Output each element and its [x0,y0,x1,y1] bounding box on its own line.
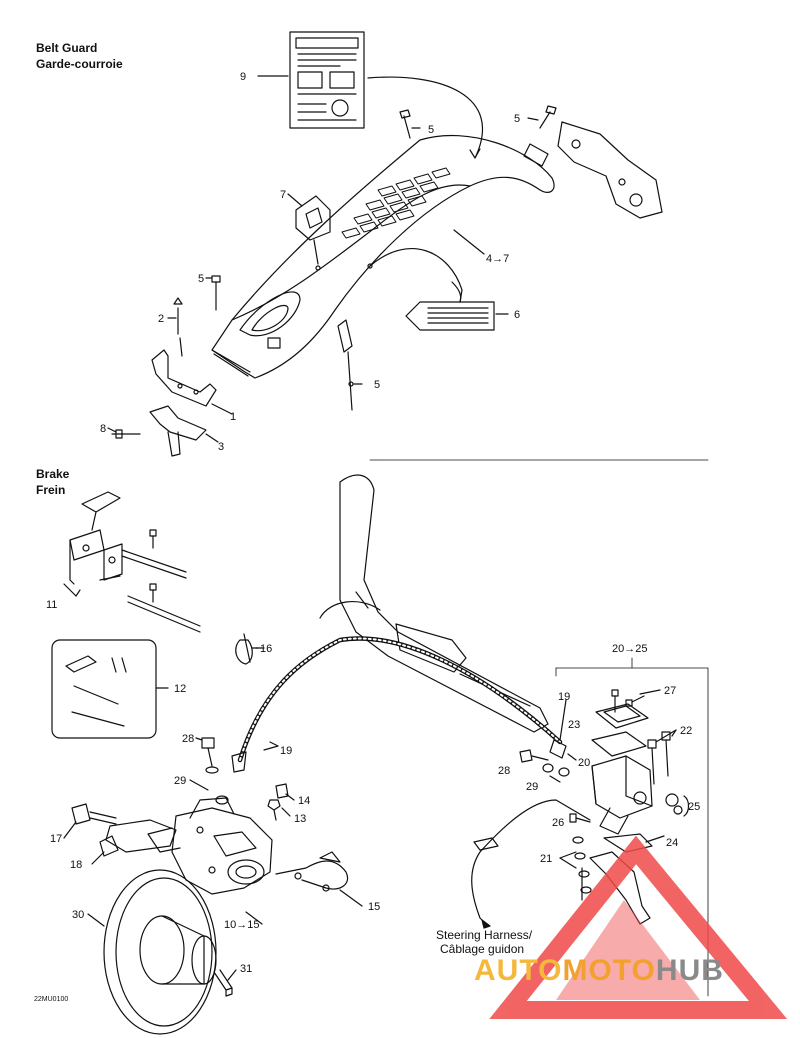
handlebar [319,474,549,733]
callout-labels: 9 5 5 7 5 4→7 2 6 5 1 8 3 11 16 12 20→25… [46,71,700,975]
callout-15: 15 [368,901,380,913]
bracket-1 [151,349,233,415]
callout-27: 27 [664,685,676,697]
screw-5-left [205,275,221,311]
callout-11: 11 [46,599,57,611]
callout-3: 3 [218,441,224,453]
watermark-logo-icon [489,835,788,1019]
callout-23: 23 [568,719,580,731]
mount-bracket [523,121,663,219]
mount-bolt-17 [71,803,117,825]
callout-29: 29 [526,781,538,793]
callout-24: 24 [666,837,678,849]
callout-2: 2 [158,313,164,325]
bolt-8 [107,427,141,439]
watermark-part-2: MOTO [562,954,656,987]
callout-5: 5 [198,273,204,285]
master-cylinder-group-box [555,657,709,997]
steering-harness [471,799,591,929]
screw-5-top [399,109,421,139]
callout-30: 30 [72,909,84,921]
callout-19: 19 [280,745,292,757]
brake-title-fr: Frein [36,483,66,497]
screw-5-right [527,105,557,129]
steering-harness-label-en: Steering Harness/ [436,928,533,942]
callout-9: 9 [240,71,246,83]
banjo-bolt-28-right [519,749,570,777]
callout-19: 19 [558,691,570,703]
belt-guard-title: Belt Guard Garde-courroie [36,40,123,72]
callout-16: 16 [260,643,272,655]
brake-kit-box-12 [51,639,169,739]
screw-26 [569,813,591,823]
pin-31 [213,969,233,997]
callout-4-7: 4→7 [486,253,509,265]
callout-5: 5 [428,124,434,136]
callout-18: 18 [70,859,82,871]
bleed-cap-14 [275,783,289,799]
steering-harness-label: Steering Harness/ Câblage guidon [436,928,532,956]
callout-8: 8 [100,423,106,435]
bracket-3 [149,405,219,457]
screws-22 [647,731,671,785]
callout-13: 13 [294,813,306,825]
callout-5: 5 [514,113,520,125]
brake-lever-assembly-11 [63,491,201,633]
screw-27 [611,689,633,713]
reservoir-cover-23 [595,703,649,729]
switch-25 [665,793,683,815]
gasket-diaphragm [591,731,647,757]
caliper-assembly [147,797,273,895]
belt-guard-title-fr: Garde-courroie [36,57,123,71]
callout-5: 5 [374,379,380,391]
callout-31: 31 [240,963,252,975]
hose-clamp-16 [235,633,253,665]
watermark-part-1: AUTO [474,954,563,987]
callout-1: 1 [230,411,236,423]
washers-21 [572,836,592,901]
steering-harness-label-fr: Câblage guidon [440,942,525,956]
banjo-bolt-28-left [201,737,229,805]
callout-21: 21 [540,853,552,865]
brake-disc-30 [103,869,217,1035]
brake-hose-19 [231,636,567,773]
watermark-part-3: HUB [655,954,724,987]
callout-10-15: 10→15 [224,919,259,931]
callout-22: 22 [680,725,692,737]
callout-14: 14 [298,795,310,807]
bleeder-13 [267,799,281,821]
decal-label-9 [289,31,365,129]
bracket-18 [99,819,177,857]
brake-title-en: Brake [36,467,70,481]
callout-25: 25 [688,801,700,813]
callout-20-25: 20→25 [612,643,647,655]
watermark-text: AUTOMOTOHUB [474,954,724,988]
callout-7: 7 [280,189,286,201]
brake-title: Brake Frein [36,466,69,498]
rivet-2 [167,297,183,335]
callout-26: 26 [552,817,564,829]
belt-guard-title-en: Belt Guard [36,41,98,55]
callout-17: 17 [50,833,62,845]
belt-guard-body [211,134,555,379]
drawing-code: 22MU0100 [34,996,69,1003]
callout-28: 28 [498,765,510,777]
callout-20: 20 [578,757,590,769]
screw-5-bottom [337,319,354,411]
callout-6: 6 [514,309,520,321]
latch-7 [295,195,331,271]
decal-warning-6 [405,289,495,331]
callout-29: 29 [174,775,186,787]
brake-switch-wire-15 [275,851,349,892]
callout-12: 12 [174,683,186,695]
callout-28: 28 [182,733,194,745]
master-cylinder-body-20 [591,755,653,835]
